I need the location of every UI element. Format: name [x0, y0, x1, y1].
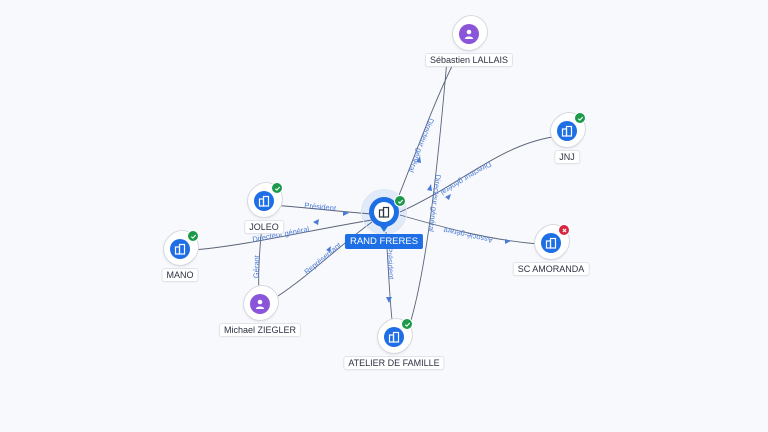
arrow-icon	[416, 156, 421, 163]
arrow-icon	[386, 297, 392, 303]
building-icon	[170, 239, 190, 259]
building-icon	[384, 327, 404, 347]
arrow-icon	[427, 184, 432, 191]
status-check-icon	[394, 195, 406, 207]
arrow-icon	[445, 194, 451, 200]
status-check-icon	[187, 230, 199, 242]
edge-label-sebastien-rand: Directeur général	[407, 117, 436, 174]
node-label: JNJ	[555, 151, 579, 163]
status-closed-icon	[558, 224, 570, 236]
node-label: SC AMORANDA	[513, 263, 589, 275]
arrow-icon	[343, 211, 349, 216]
person-icon	[459, 24, 479, 44]
status-check-icon	[401, 318, 413, 330]
status-check-icon	[271, 182, 283, 194]
center-node-label: RAND FRERES	[344, 234, 424, 249]
person-icon	[250, 294, 270, 314]
status-check-icon	[574, 112, 586, 124]
node-label: ATELIER DE FAMILLE	[344, 357, 444, 369]
edge-label-rand-atelier: Président	[385, 247, 396, 280]
edge-label-jnj-rand: Directeur général	[439, 160, 493, 198]
arrow-icon	[326, 246, 331, 252]
edge-label-sc-amoranda-rand: Associé-gérant	[442, 225, 494, 245]
building-icon	[541, 233, 561, 253]
node-label: MANO	[162, 269, 198, 281]
building-icon	[374, 202, 394, 222]
node-label: JOLEO	[245, 221, 283, 233]
arrow-icon	[313, 219, 319, 225]
building-icon	[557, 121, 577, 141]
edge-label-joleo-rand: Président	[304, 201, 337, 213]
edge-label-michael-rand: Représentant	[302, 240, 343, 276]
node-label: Michael ZIEGLER	[219, 324, 301, 336]
edge-label-michael-joleo: Gérant	[252, 254, 262, 278]
node-label: Sébastien LALLAIS	[425, 54, 513, 66]
edge-label-sebastien-atelier: Directeur général	[426, 174, 442, 233]
building-icon	[254, 191, 274, 211]
edge-sebastien-atelier	[407, 59, 448, 331]
arrow-icon	[505, 239, 511, 244]
